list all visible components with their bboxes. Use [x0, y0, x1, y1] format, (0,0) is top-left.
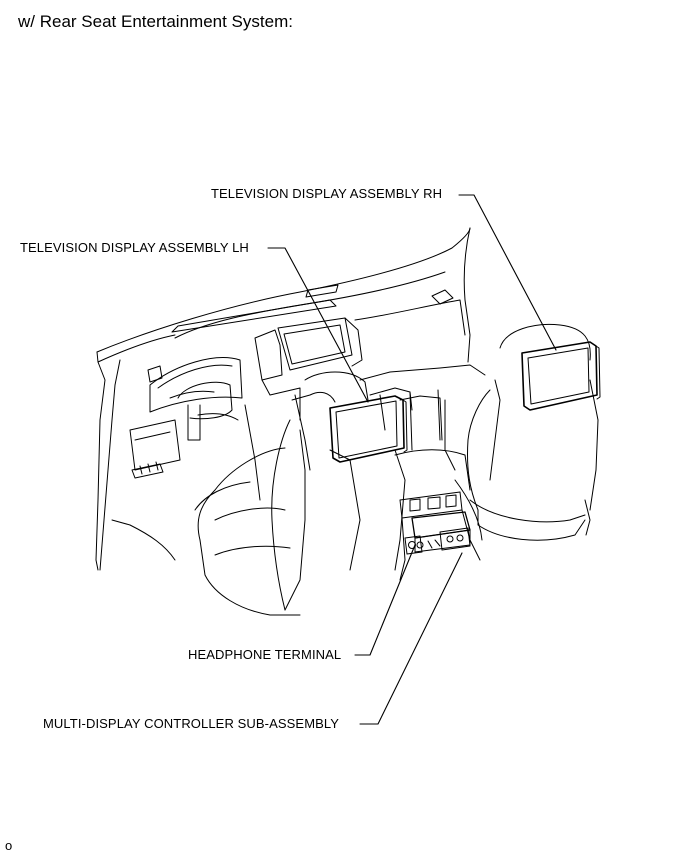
- dashboard-drawing: [96, 227, 486, 571]
- controller-label: MULTI-DISPLAY CONTROLLER SUB-ASSEMBLY: [43, 716, 340, 731]
- tv-rh-drawing: [521, 341, 601, 411]
- leader-tv-lh: [267, 247, 369, 403]
- controller-drawing: [404, 511, 471, 555]
- tv-lh-drawing: [329, 395, 408, 463]
- leader-headphone: [354, 544, 416, 656]
- footer-code: o: [5, 838, 13, 853]
- page-heading: w/ Rear Seat Entertainment System:: [18, 12, 293, 31]
- left-seat-drawing: [194, 371, 406, 616]
- rear-seat-left-drawing: [95, 361, 176, 571]
- leader-lines: [267, 194, 557, 725]
- tv-lh-label: TELEVISION DISPLAY ASSEMBLY LH: [20, 240, 249, 255]
- right-seat-drawing: [454, 323, 599, 541]
- leader-controller: [359, 552, 463, 725]
- headphone-terminal-label: HEADPHONE TERMINAL: [188, 647, 342, 662]
- leader-tv-rh: [458, 194, 557, 351]
- tv-rh-label: TELEVISION DISPLAY ASSEMBLY RH: [211, 186, 443, 201]
